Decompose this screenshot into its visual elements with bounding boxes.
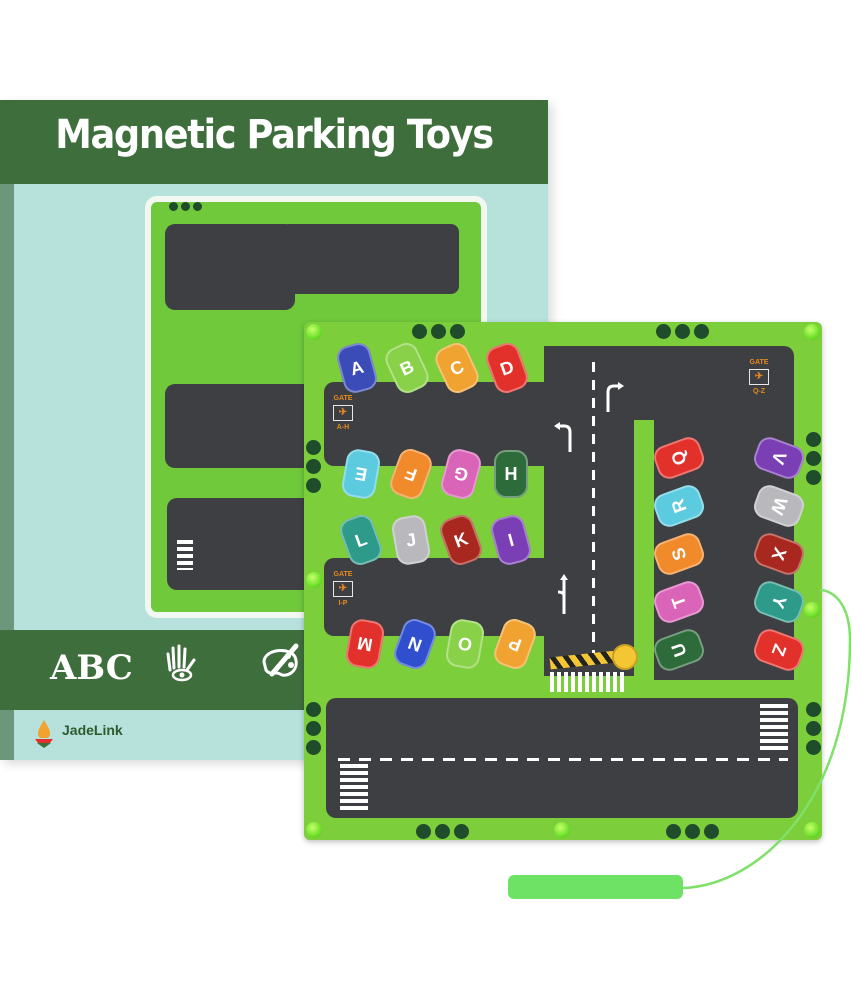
tree-cluster xyxy=(806,702,821,755)
car-piece-h[interactable]: H xyxy=(494,450,528,498)
parking-board: GATE✈A-H GATE✈I-P GATE✈Q-Z A B C D E F G… xyxy=(304,322,822,840)
print-crosswalk xyxy=(177,540,193,570)
edge-peg xyxy=(804,602,820,618)
tree-cluster xyxy=(412,324,465,339)
corner-peg xyxy=(306,822,322,838)
tree-cluster xyxy=(806,432,821,485)
brand-name: JadeLink xyxy=(62,722,123,738)
edge-peg xyxy=(306,572,322,588)
road-top-right xyxy=(594,346,794,420)
box-side-edge xyxy=(0,100,14,760)
jadelink-logo-icon xyxy=(35,720,53,748)
crosswalk-left xyxy=(340,764,368,810)
tree-cluster xyxy=(306,440,321,493)
print-road-top-right xyxy=(281,224,459,294)
tree-cluster xyxy=(416,824,469,839)
print-road-top xyxy=(165,224,295,310)
tree-cluster xyxy=(306,702,321,755)
gate-sign-a-h: GATE✈A-H xyxy=(333,395,353,431)
turn-arrow-icon xyxy=(606,382,624,412)
fork-arrow-icon xyxy=(557,574,568,614)
box-title-band xyxy=(0,100,548,184)
parking-barrier-pivot xyxy=(612,644,638,670)
corner-peg xyxy=(804,822,820,838)
car-piece-e[interactable]: E xyxy=(340,447,382,501)
crosswalk-right xyxy=(760,704,788,752)
car-piece-o[interactable]: O xyxy=(444,617,486,671)
airplane-icon: ✈ xyxy=(333,405,353,421)
abc-label: ABC xyxy=(50,648,133,688)
airplane-icon: ✈ xyxy=(749,369,769,385)
print-trees xyxy=(169,202,202,211)
corner-peg xyxy=(804,324,820,340)
gate-sign-i-p: GATE✈I-P xyxy=(333,571,353,607)
turn-arrow-icon xyxy=(554,422,572,452)
airplane-icon: ✈ xyxy=(333,581,353,597)
tree-cluster xyxy=(656,324,709,339)
crosswalk-barrier xyxy=(550,672,624,692)
magnetic-wand[interactable] xyxy=(508,875,683,899)
edge-peg xyxy=(554,822,570,838)
corner-peg xyxy=(306,324,322,340)
center-lane-line xyxy=(592,362,595,662)
car-piece-m[interactable]: M xyxy=(344,617,386,671)
bottom-lane-line xyxy=(338,758,788,761)
gate-sign-q-z: GATE✈Q-Z xyxy=(749,359,769,395)
tree-cluster xyxy=(666,824,719,839)
box-title: Magnetic Parking Toys xyxy=(55,112,494,158)
hand-eye-icon xyxy=(166,644,196,682)
palette-brush-icon xyxy=(262,643,299,677)
